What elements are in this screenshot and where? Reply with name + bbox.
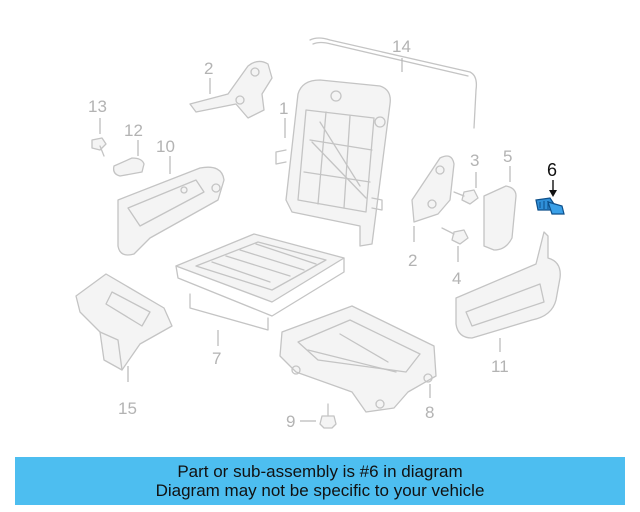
parts-diagram: 14 1 2 13 12 10 <box>75 37 565 431</box>
callout-6: 6 <box>547 160 557 180</box>
part-4-bolt <box>441 227 469 245</box>
callout-5: 5 <box>503 147 512 166</box>
callout-1: 1 <box>279 99 288 118</box>
part-2-hinge-bracket-upper <box>189 60 273 119</box>
part-14-rod <box>309 37 478 129</box>
part-7-cushion-frame <box>175 233 345 331</box>
banner-line-2: Diagram may not be specific to your vehi… <box>155 481 485 500</box>
part-2-hinge-bracket-lower <box>411 155 455 223</box>
part-3-bolt <box>453 189 479 205</box>
part-8-seat-mechanism <box>279 305 437 413</box>
part-1-seatback-frame <box>275 79 391 247</box>
callout-9: 9 <box>286 412 295 431</box>
callout-14: 14 <box>392 37 411 56</box>
part-13-bolt <box>91 137 107 157</box>
part-5-trim-cover <box>483 185 517 251</box>
callout-10: 10 <box>156 137 175 156</box>
callout-12: 12 <box>124 121 143 140</box>
arrowhead-6 <box>549 190 557 197</box>
callout-13: 13 <box>88 97 107 116</box>
part-9-bolt <box>319 403 337 429</box>
callout-2-lower: 2 <box>408 251 417 270</box>
callout-8: 8 <box>425 403 434 422</box>
callout-4: 4 <box>452 269 461 288</box>
info-banner: Part or sub-assembly is #6 in diagram Di… <box>15 457 625 505</box>
part-10-side-cover <box>117 166 225 256</box>
part-15-lower-bracket <box>75 273 173 371</box>
callout-3: 3 <box>470 151 479 170</box>
part-11-side-trim <box>455 231 561 339</box>
callout-15: 15 <box>118 399 137 418</box>
part-12-cap <box>112 157 145 177</box>
part-6-bolt-highlighted <box>535 197 565 215</box>
callout-7: 7 <box>212 349 221 368</box>
callout-2-upper: 2 <box>204 59 213 78</box>
callout-11: 11 <box>491 357 509 376</box>
banner-line-1: Part or sub-assembly is #6 in diagram <box>177 462 463 481</box>
